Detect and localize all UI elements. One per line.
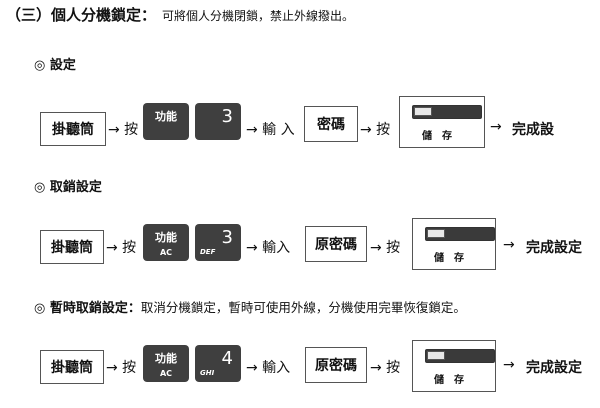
handset-box: 掛聽筒 bbox=[40, 230, 104, 264]
arrow-press: → 按 bbox=[106, 240, 137, 256]
heading-description: 可將個人分機閉鎖，禁止外線撥出。 bbox=[162, 9, 355, 23]
result-text: 完成設定 bbox=[526, 240, 582, 256]
arrow-press: → 按 bbox=[360, 122, 391, 138]
section-title-temp-cancel: ◎ 暫時取銷設定：取消分機鎖定，暫時可使用外線，分機使用完畢恢復鎖定。 bbox=[34, 300, 466, 316]
heading-title: （三）個人分機鎖定： bbox=[6, 6, 157, 24]
handset-box: 掛聽筒 bbox=[40, 112, 106, 146]
arrow-press: → 按 bbox=[370, 240, 401, 256]
result-text: 完成設 bbox=[512, 122, 554, 138]
password-box: 密碼 bbox=[304, 106, 358, 142]
arrow-input: → 輸入 bbox=[246, 360, 291, 376]
arrow-press: → 按 bbox=[108, 122, 139, 138]
save-switch: 儲存 bbox=[412, 340, 496, 392]
arrow: → bbox=[503, 237, 515, 253]
switch-icon bbox=[425, 349, 495, 363]
arrow-press: → 按 bbox=[106, 360, 137, 376]
arrow-press: → 按 bbox=[370, 360, 401, 376]
result-text: 完成設定 bbox=[526, 360, 582, 376]
section-title-setup: ◎ 設定 bbox=[34, 58, 76, 73]
switch-icon bbox=[425, 227, 495, 241]
save-switch: 儲存 bbox=[399, 96, 485, 148]
password-box: 原密碼 bbox=[305, 347, 367, 383]
arrow-input: → 輸入 bbox=[246, 240, 291, 256]
password-box: 原密碼 bbox=[305, 226, 367, 262]
switch-icon bbox=[412, 105, 482, 119]
arrow-input: → 輸 入 bbox=[246, 122, 295, 138]
section-title-cancel: ◎ 取銷設定 bbox=[34, 180, 102, 195]
arrow: → bbox=[503, 357, 515, 373]
arrow: → bbox=[490, 119, 502, 135]
handset-box: 掛聽筒 bbox=[40, 350, 104, 384]
function-key: 功能 bbox=[143, 103, 189, 140]
page-heading: （三）個人分機鎖定： 可將個人分機閉鎖，禁止外線撥出。 bbox=[6, 4, 354, 25]
save-switch: 儲存 bbox=[412, 218, 496, 270]
digit-key-3: 3 bbox=[195, 103, 241, 140]
